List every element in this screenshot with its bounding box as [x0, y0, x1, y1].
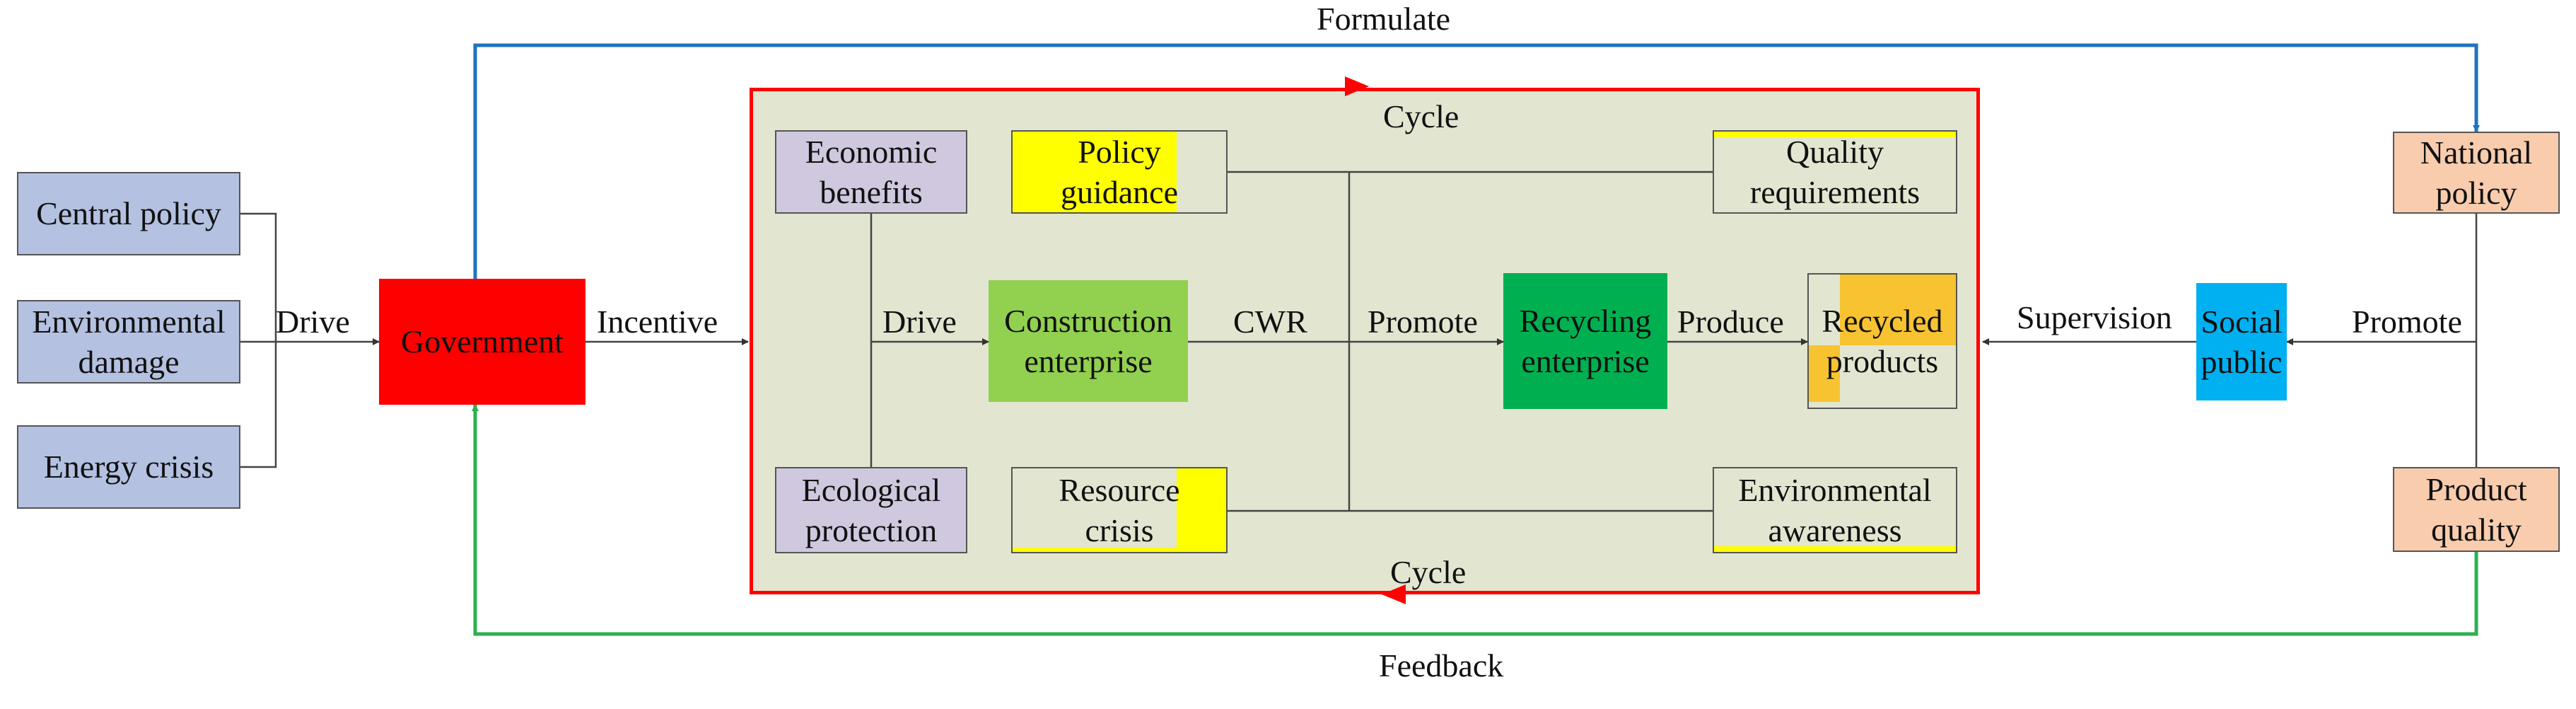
- recycled-products-box: Recycled products: [1807, 273, 1957, 409]
- recycling-enterprise-line1: Recycling: [1519, 302, 1652, 339]
- central-policy-box: Central policy: [17, 172, 240, 255]
- resource-crisis-highlight: [1177, 468, 1226, 552]
- ecological-protection-line2: protection: [805, 512, 938, 548]
- label-drive-left: Drive: [276, 304, 350, 340]
- cycle-arrowhead-bottom: [1382, 584, 1406, 604]
- label-promote-inner: Promote: [1368, 304, 1478, 340]
- label-cycle-bottom: Cycle: [1390, 554, 1467, 590]
- environmental-damage-box: Environmental damage: [17, 300, 240, 384]
- quality-requirements-line1: Quality: [1786, 133, 1884, 170]
- national-policy-line2: policy: [2435, 175, 2517, 211]
- quality-requirements-box: Quality requirements: [1713, 130, 1957, 214]
- label-produce: Produce: [1677, 304, 1784, 340]
- environmental-awareness-box: Environmental awareness: [1713, 467, 1957, 553]
- label-cycle-top: Cycle: [1383, 98, 1459, 134]
- arrow-feedback: [472, 404, 2478, 636]
- label-incentive: Incentive: [597, 304, 718, 340]
- resource-crisis-line2: crisis: [1085, 512, 1154, 548]
- link-energy-crisis: [240, 342, 277, 468]
- recycled-products-highlight-left: [1809, 345, 1840, 402]
- government-box: Government: [379, 279, 585, 405]
- social-public-box: Social public: [2196, 283, 2287, 400]
- label-formulate: Formulate: [1317, 1, 1451, 37]
- recycling-enterprise-box: Recycling enterprise: [1503, 273, 1667, 409]
- economic-benefits-line1: Economic: [805, 133, 938, 170]
- recycled-products-line1: Recycled: [1822, 302, 1943, 339]
- resource-crisis-line1: Resource: [1059, 471, 1180, 508]
- ecological-protection-box: Ecological protection: [775, 467, 967, 553]
- product-quality-box: Product quality: [2393, 467, 2560, 552]
- product-quality-line1: Product: [2425, 471, 2527, 507]
- construction-enterprise-line1: Construction: [1004, 302, 1172, 339]
- environmental-awareness-line1: Environmental: [1738, 471, 1932, 508]
- construction-enterprise-box: Construction enterprise: [989, 280, 1188, 402]
- environmental-awareness-line2: awareness: [1768, 512, 1902, 548]
- policy-guidance-highlight: [1013, 132, 1177, 212]
- cycle-arrowhead-top: [1345, 76, 1369, 96]
- quality-requirements-line2: requirements: [1749, 174, 1921, 210]
- national-policy-box: National policy: [2393, 132, 2560, 214]
- recycled-products-line2: products: [1826, 343, 1939, 379]
- policy-guidance-box: Policy guidance: [1011, 130, 1228, 214]
- recycled-products-highlight-top: [1840, 275, 1956, 345]
- link-central-policy: [240, 212, 277, 342]
- construction-enterprise-line2: enterprise: [1024, 343, 1153, 379]
- arrow-formulate: [473, 43, 2480, 279]
- recycling-enterprise-line2: enterprise: [1521, 343, 1650, 379]
- environmental-damage-line2: damage: [78, 344, 180, 380]
- environmental-damage-line1: Environmental: [32, 303, 226, 340]
- economic-benefits-box: Economic benefits: [775, 130, 967, 214]
- label-supervision: Supervision: [2017, 299, 2172, 335]
- energy-crisis-text: Energy crisis: [43, 449, 214, 485]
- label-promote-right: Promote: [2352, 304, 2462, 340]
- label-feedback: Feedback: [1379, 647, 1504, 684]
- policy-guidance-line2: guidance: [1060, 174, 1179, 210]
- social-public-line2: public: [2201, 344, 2283, 380]
- government-text: Government: [401, 323, 564, 360]
- label-drive-inner: Drive: [882, 304, 957, 340]
- central-policy-text: Central policy: [36, 195, 221, 232]
- national-policy-line1: National: [2420, 134, 2533, 171]
- environmental-awareness-highlight: [1714, 546, 1956, 552]
- label-cwr: CWR: [1233, 304, 1307, 340]
- social-public-line1: Social: [2201, 303, 2283, 340]
- quality-requirements-highlight: [1714, 132, 1956, 137]
- product-quality-line2: quality: [2431, 512, 2522, 548]
- policy-guidance-line1: Policy: [1078, 133, 1161, 170]
- ecological-protection-line1: Ecological: [801, 471, 941, 508]
- economic-benefits-line2: benefits: [820, 174, 923, 210]
- resource-crisis-underline: [1013, 548, 1226, 552]
- energy-crisis-box: Energy crisis: [17, 425, 240, 509]
- resource-crisis-box: Resource crisis: [1011, 467, 1228, 553]
